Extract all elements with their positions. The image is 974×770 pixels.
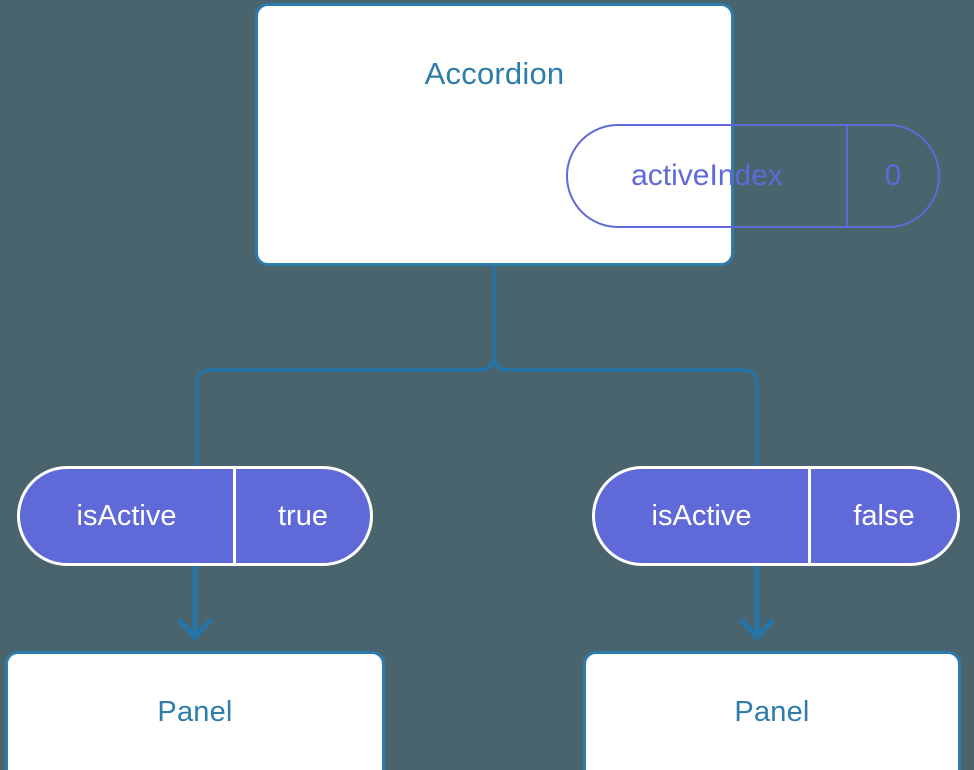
accordion-title: Accordion: [424, 56, 565, 91]
connector-branch-left: [195, 368, 482, 482]
prop-pill-isactive-false[interactable]: isActive false: [592, 466, 960, 566]
node-panel-card-right[interactable]: Panel: [583, 651, 961, 770]
prop-pill-key: isActive: [20, 469, 236, 563]
prop-pill-key: isActive: [595, 469, 811, 563]
state-pill-value: 0: [884, 159, 902, 192]
prop-pill-value: true: [278, 499, 328, 532]
connector-stem: [478, 264, 496, 372]
connector-stem-right: [492, 354, 510, 372]
prop-pill-value: false: [853, 499, 915, 532]
connector-branch-right: [506, 368, 759, 482]
state-pill-activeindex[interactable]: activeIndex 0: [566, 124, 940, 228]
node-panel-card-left[interactable]: Panel: [5, 651, 385, 770]
arrow-head-right: [739, 618, 775, 640]
panel-title: Panel: [157, 696, 233, 728]
arrow-head-left: [177, 618, 213, 640]
node-accordion-card[interactable]: Accordion activeIndex 0: [255, 3, 940, 266]
prop-pill-isactive-true[interactable]: isActive true: [17, 466, 373, 566]
state-pill-key: activeIndex: [568, 126, 848, 226]
panel-title: Panel: [734, 696, 810, 728]
